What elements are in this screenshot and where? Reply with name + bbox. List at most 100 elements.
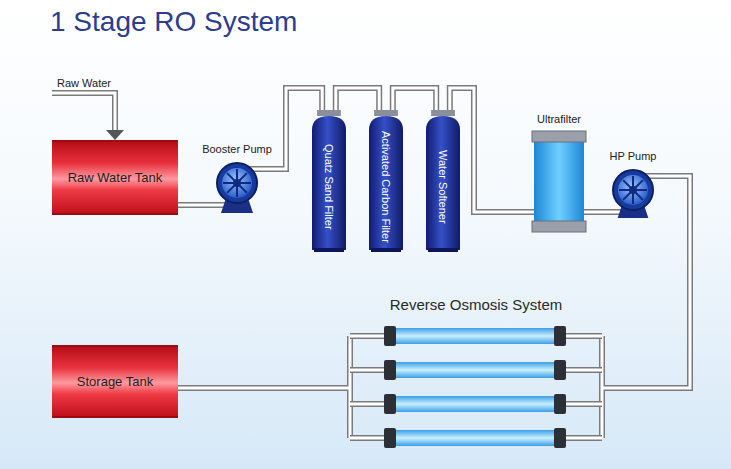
- pipe-stub: [350, 333, 384, 339]
- shape-art: [520, 113, 598, 235]
- tube-end-cap: [554, 394, 566, 414]
- vessel-valve: [431, 110, 455, 116]
- vertical-label-wrap: Activated Carbon Filter: [369, 128, 403, 246]
- pipe-wall: [336, 88, 379, 100]
- tank-label: Raw Water Tank: [62, 170, 169, 185]
- vertical-label-wrap: Water Softener: [426, 128, 460, 246]
- pipe-connector: [598, 212, 606, 213]
- pipe-wall: [178, 385, 340, 391]
- tube-end-cap: [384, 394, 396, 414]
- housing-body: [534, 141, 584, 223]
- pipe-stub-core: [350, 335, 384, 338]
- tube-end-cap: [384, 360, 396, 380]
- pipe-wall: [598, 209, 606, 215]
- filter-vessel: Activated Carbon Filter: [369, 100, 403, 252]
- pipe-core: [336, 88, 379, 100]
- vertical-label-wrap: Quatz Sand Filter: [312, 128, 346, 246]
- membrane-tube: [394, 396, 556, 412]
- tube-end-cap: [554, 428, 566, 448]
- bottom-cap: [532, 221, 586, 232]
- system-heading: Reverse Osmosis System: [390, 296, 563, 313]
- pipe-core: [393, 88, 436, 100]
- pipe-connector: [336, 88, 379, 100]
- inlet-pipe-core: [52, 93, 115, 132]
- filter-label: Water Softener: [437, 150, 449, 224]
- pipe-stub-core: [350, 437, 384, 440]
- pipe-stub-core: [340, 336, 350, 438]
- pump-impeller-disc: [222, 168, 252, 198]
- diagram-title: 1 Stage RO System: [50, 6, 297, 38]
- pipe-wall: [450, 88, 520, 212]
- vessel-valve: [374, 110, 398, 116]
- vessel-foot: [371, 248, 401, 252]
- filter-vessel: Water Softener: [426, 100, 460, 252]
- membrane-tube: [394, 328, 556, 344]
- pipe-core: [178, 387, 340, 390]
- pipe-stub-core: [350, 403, 384, 406]
- vessel-foot: [428, 248, 458, 252]
- impeller-hub: [629, 186, 637, 194]
- filter-label: Activated Carbon Filter: [380, 131, 392, 243]
- tube-end-cap: [554, 326, 566, 346]
- vessel-body: [312, 116, 346, 250]
- inlet-arrowhead: [106, 130, 124, 140]
- top-cap: [532, 131, 586, 142]
- equipment-label: Booster Pump: [202, 143, 272, 155]
- equipment-label: HP Pump: [610, 150, 657, 162]
- membrane-tube: [394, 362, 556, 378]
- pipe-connector: [178, 388, 340, 389]
- filter-label: Quatz Sand Filter: [323, 144, 335, 230]
- pipe-core: [598, 211, 606, 214]
- tube-end-cap: [384, 326, 396, 346]
- pipe-stub: [350, 435, 384, 441]
- membrane-bank: Reverse Osmosis System: [340, 296, 612, 456]
- vessel-valve: [317, 110, 341, 116]
- pipe-core: [450, 88, 520, 212]
- pipe-stub: [584, 209, 598, 215]
- vessel-foot: [314, 248, 344, 252]
- pipe-wall: [393, 88, 436, 100]
- equipment-label: Ultrafilter: [537, 113, 581, 125]
- pipe-connector: [178, 205, 198, 206]
- inlet-label: Raw Water: [57, 77, 111, 89]
- vessel-body: [369, 116, 403, 250]
- pump-casing: [613, 170, 653, 210]
- impeller-hub: [233, 179, 241, 187]
- pipe-core: [178, 204, 198, 207]
- pipe-stub-core: [602, 336, 612, 438]
- tube-end-cap: [384, 428, 396, 448]
- water-tank: Raw Water Tank: [52, 140, 178, 215]
- pipe-stub: [350, 401, 384, 407]
- pipe-stub: [340, 336, 350, 438]
- pipe-stub: [566, 333, 602, 339]
- vessel-body: [426, 116, 460, 250]
- pipe-stub: [350, 367, 384, 373]
- ultrafilter: Ultrafilter: [520, 113, 598, 235]
- pipe-wall: [178, 202, 198, 208]
- pipe-connector: [450, 88, 520, 212]
- pump: HP Pump: [606, 150, 660, 218]
- pump: Booster Pump: [198, 143, 276, 217]
- pipe-stub-core: [566, 403, 602, 406]
- pipe-stub: [520, 209, 534, 215]
- pump-impeller-disc: [618, 175, 648, 205]
- pipe-stub: [566, 435, 602, 441]
- shape-art: [340, 296, 612, 456]
- pipe-stub-core: [566, 437, 602, 440]
- pipe-connector: [393, 88, 436, 100]
- pipe-stub: [566, 401, 602, 407]
- pipe-stub-core: [520, 211, 534, 214]
- pipe-stub-core: [566, 369, 602, 372]
- filter-vessel: Quatz Sand Filter: [312, 100, 346, 252]
- membrane-tube: [394, 430, 556, 446]
- pipe-stub: [566, 367, 602, 373]
- pipe-stub-core: [566, 335, 602, 338]
- water-tank: Storage Tank: [52, 345, 178, 418]
- tank-label: Storage Tank: [71, 374, 159, 389]
- pipe-stub-core: [584, 211, 598, 214]
- pump-casing: [217, 163, 257, 203]
- tube-end-cap: [554, 360, 566, 380]
- pipe-stub-core: [350, 369, 384, 372]
- inlet-pipe: [52, 93, 115, 132]
- pipe-stub: [602, 336, 612, 438]
